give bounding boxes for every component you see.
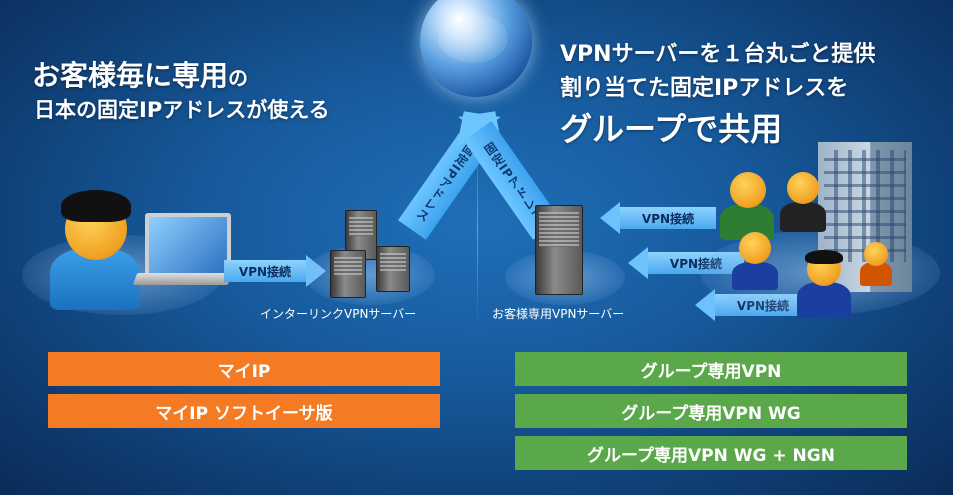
user-head [787,172,819,204]
arrow-head-left [628,247,648,279]
product-button-group-vpn-wg[interactable]: グループ専用VPN WG [515,394,907,428]
user-hair [61,190,131,222]
interlink-server-caption: インターリンクVPNサーバー [260,307,417,321]
left-subheadline: 日本の固定IPアドレスが使える [34,98,330,122]
product-button-myip[interactable]: マイIP [48,352,440,386]
arrow-head-left [695,289,715,321]
user-suit [780,202,826,232]
vpn-arrow-label: VPN接続 [620,207,716,229]
group-user-icon [778,172,828,232]
user-head [730,172,766,208]
right-vpn-arrow-1: VPN接続 [600,202,716,234]
right-headline-3: グループで共用 [560,110,783,148]
user-icon [45,190,145,310]
right-headline-2: 割り当てた固定IPアドレスを [560,76,849,101]
user-head [739,232,771,264]
globe-icon [420,0,532,97]
user-hair [805,250,843,264]
group-user-icon [718,170,776,240]
left-headline-main: お客様毎に専用 [32,59,229,92]
user-suit [860,262,892,286]
product-button-group-vpn-wg-ngn[interactable]: グループ専用VPN WG + NGN [515,436,907,470]
group-user-icon [730,232,780,290]
left-headline: お客様毎に専用の [32,54,248,94]
center-divider [477,130,478,330]
product-button-myip-softether[interactable]: マイIP ソフトイーサ版 [48,394,440,428]
laptop-icon [145,213,231,279]
group-user-icon [795,250,853,318]
dedicated-server-icon [535,205,583,295]
product-button-group-vpn[interactable]: グループ専用VPN [515,352,907,386]
laptop-base [132,273,233,285]
dedicated-server-caption: お客様専用VPNサーバー [492,307,625,321]
user-suit [732,262,778,290]
group-user-icon [858,240,894,286]
vpn-arrow-label: VPN接続 [224,260,306,282]
user-suit [797,282,851,318]
right-headline-1: VPNサーバーを１台丸ごと提供 [560,42,876,67]
server-icon [330,250,366,298]
left-headline-particle: の [228,66,249,90]
server-icon [376,246,410,292]
user-head [864,242,888,266]
arrow-head-left [600,202,620,234]
